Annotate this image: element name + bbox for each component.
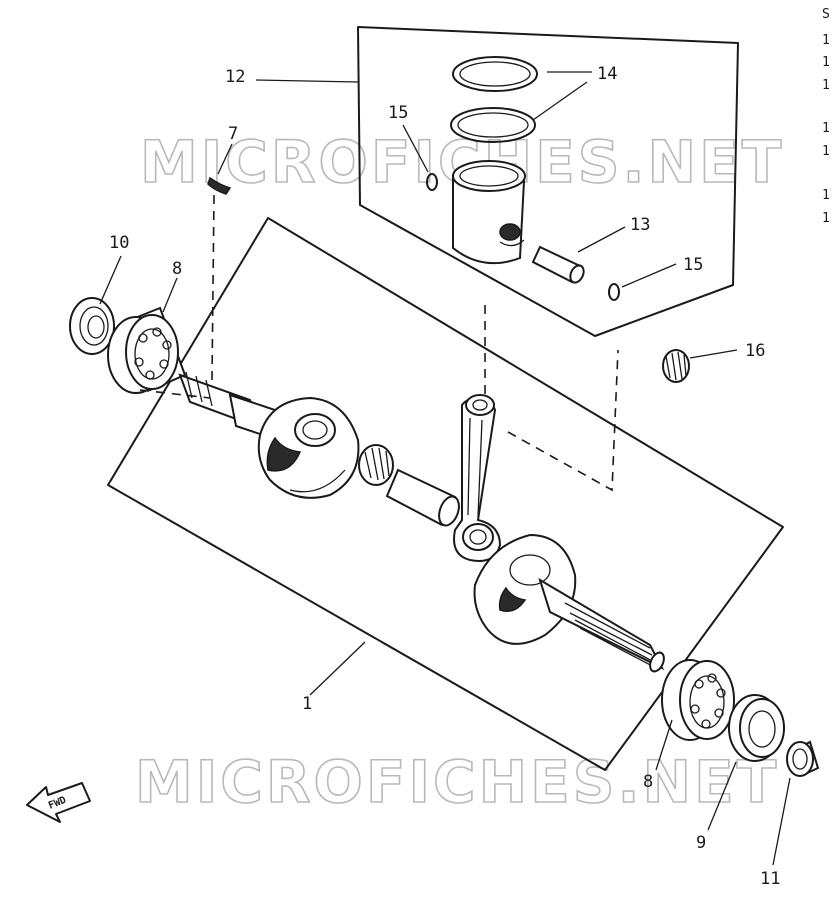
callout-10: 10 <box>109 233 129 253</box>
callout-8-right: 8 <box>643 772 653 792</box>
leader-8b <box>655 719 673 771</box>
margin-glyph-1: 1 <box>822 33 830 48</box>
callout-11: 11 <box>760 869 780 889</box>
oil-seal-left <box>69 297 115 355</box>
forward-label: FWD <box>47 795 68 812</box>
piston-pin <box>531 245 585 284</box>
leader-9 <box>707 761 737 831</box>
callout-12: 12 <box>225 67 245 87</box>
margin-glyph-0: S <box>822 7 830 22</box>
callout-15-lower: 15 <box>683 255 703 275</box>
margin-glyph-6: 1 <box>822 188 830 203</box>
assembly-line-pin <box>507 349 619 492</box>
margin-glyph-3: 1 <box>822 78 830 93</box>
leader-16 <box>689 349 738 359</box>
leader-10 <box>99 255 122 305</box>
piston-ring-second <box>450 107 536 143</box>
woodruff-key <box>207 176 232 195</box>
callout-1: 1 <box>302 694 312 714</box>
piston-group-outline <box>357 26 739 337</box>
crank-pin <box>385 468 460 527</box>
piston-pin-clip-lower <box>608 283 620 301</box>
oil-seal-right <box>728 694 785 762</box>
leader-14b <box>532 81 588 121</box>
callout-16: 16 <box>745 341 765 361</box>
callout-15-upper: 15 <box>388 103 408 123</box>
callout-14: 14 <box>597 64 617 84</box>
crankshaft-assembly-outline <box>107 217 784 771</box>
piston <box>452 160 526 265</box>
assembly-line-key <box>211 194 215 381</box>
main-bearing-right <box>661 659 735 741</box>
big-end-bearing <box>358 444 394 486</box>
callout-8-left: 8 <box>172 259 182 279</box>
callout-9: 9 <box>696 833 706 853</box>
margin-glyph-4: 1 <box>822 121 830 136</box>
crankshaft-right-half <box>473 533 665 673</box>
small-end-bearing <box>662 349 690 383</box>
leader-11 <box>772 777 791 866</box>
piston-ring-top <box>452 56 538 92</box>
callout-7: 7 <box>228 124 238 144</box>
margin-glyph-5: 1 <box>822 144 830 159</box>
leader-13 <box>577 226 626 253</box>
assembly-line-shaft <box>139 389 211 399</box>
margin-glyph-2: 1 <box>822 55 830 70</box>
main-bearing-left <box>107 306 187 394</box>
callout-13: 13 <box>630 215 650 235</box>
forward-arrow: FWD <box>26 782 91 823</box>
spacer-collar <box>786 740 820 777</box>
crankshaft-left-half <box>178 371 360 499</box>
piston-pin-clip-upper <box>426 173 438 191</box>
leader-1 <box>309 641 366 696</box>
leader-15a <box>402 124 429 173</box>
connecting-rod <box>453 394 502 562</box>
margin-glyph-7: 1 <box>822 211 830 226</box>
watermark-bottom: MICROFICHES.NET <box>135 748 779 816</box>
leader-12 <box>255 79 359 83</box>
leader-8a <box>162 277 178 313</box>
leader-7 <box>217 143 233 175</box>
leader-15b <box>621 263 677 288</box>
